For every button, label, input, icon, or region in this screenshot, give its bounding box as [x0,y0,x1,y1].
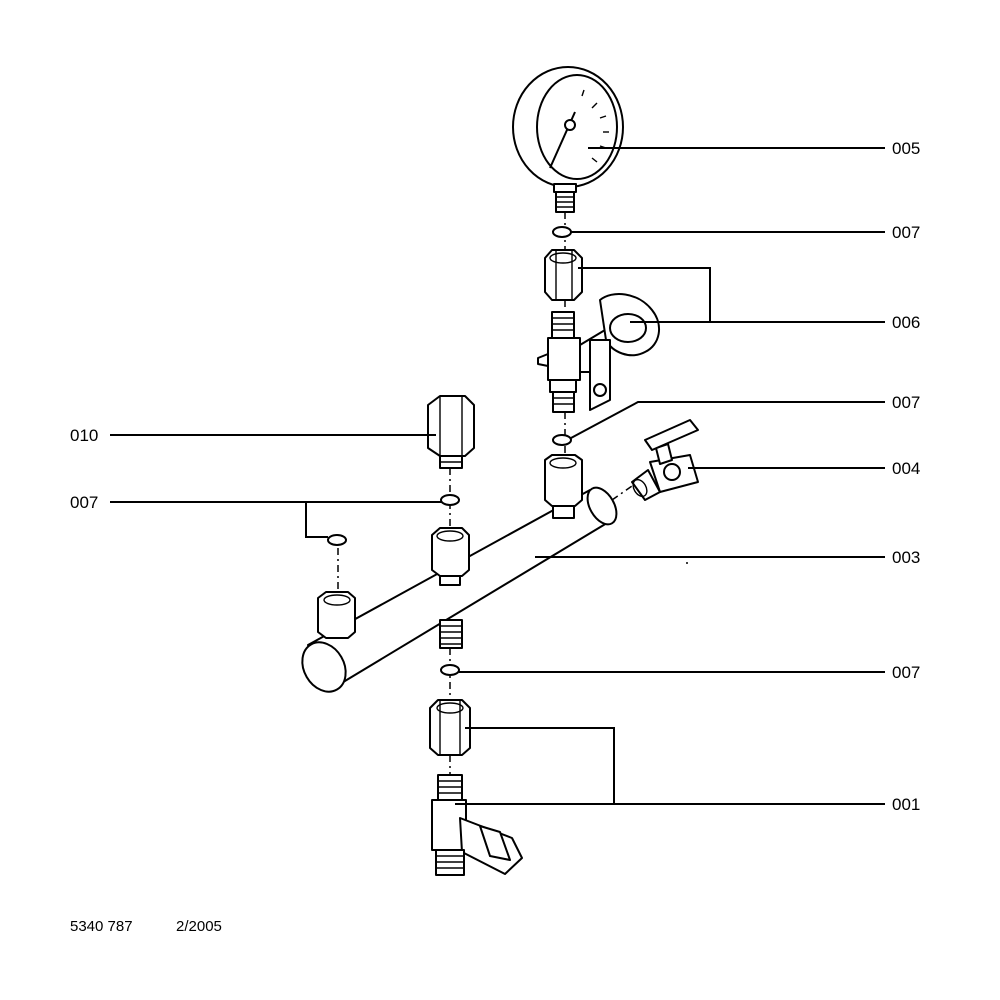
seal-ring [327,534,347,546]
part-labels: 005 007 006 007 004 003 007 001 010 007 [70,139,920,814]
seal-ring [440,664,460,676]
cap-nut [427,395,475,469]
seal-ring [552,434,572,446]
seal-ring [552,226,572,238]
pressure-gauge [512,66,624,213]
label-010: 010 [70,426,98,445]
label-001: 001 [892,795,920,814]
label-004: 004 [892,459,920,478]
document-date: 2/2005 [176,918,222,935]
manifold-pipe [301,454,688,693]
ball-valve [631,419,699,501]
label-003: 003 [892,548,920,567]
document-number: 5340 787 [70,918,133,935]
label-007: 007 [892,223,920,242]
seal-ring [440,494,460,506]
label-005: 005 [892,139,920,158]
drain-fitting [429,699,523,876]
label-006: 006 [892,313,920,332]
valve-assembly [537,249,661,413]
footer: 5340 787 2/2005 [70,918,222,935]
label-007: 007 [892,393,920,412]
label-007: 007 [892,663,920,682]
leader-lines [110,147,885,805]
label-007: 007 [70,493,98,512]
seal-rings [327,226,572,676]
